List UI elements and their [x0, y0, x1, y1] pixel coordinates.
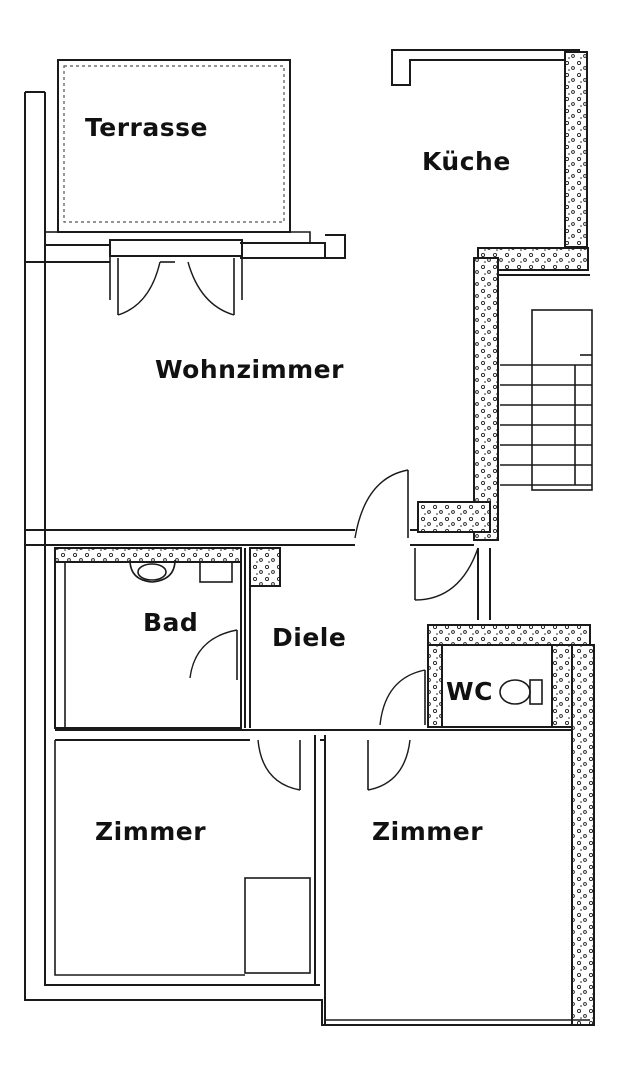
- label-kueche: Küche: [422, 147, 511, 176]
- zimmer-walls: [54, 644, 595, 1026]
- label-zimmer-right: Zimmer: [372, 817, 483, 846]
- wohnzimmer-walls: [25, 469, 491, 546]
- wc-area: [379, 624, 591, 728]
- bad-area: [54, 547, 242, 729]
- label-bad: Bad: [143, 608, 198, 637]
- label-terrasse: Terrasse: [85, 113, 208, 142]
- outer-walls: [24, 49, 595, 1026]
- kueche-area: [477, 51, 589, 271]
- terrace-french-door: [117, 258, 235, 316]
- stairwell: [473, 257, 593, 541]
- label-wohnzimmer: Wohnzimmer: [155, 355, 344, 384]
- terrasse-area: [45, 59, 311, 300]
- label-zimmer-left: Zimmer: [95, 817, 206, 846]
- label-diele: Diele: [272, 623, 346, 652]
- label-wc: WC: [446, 677, 493, 706]
- diele-area: [244, 547, 491, 728]
